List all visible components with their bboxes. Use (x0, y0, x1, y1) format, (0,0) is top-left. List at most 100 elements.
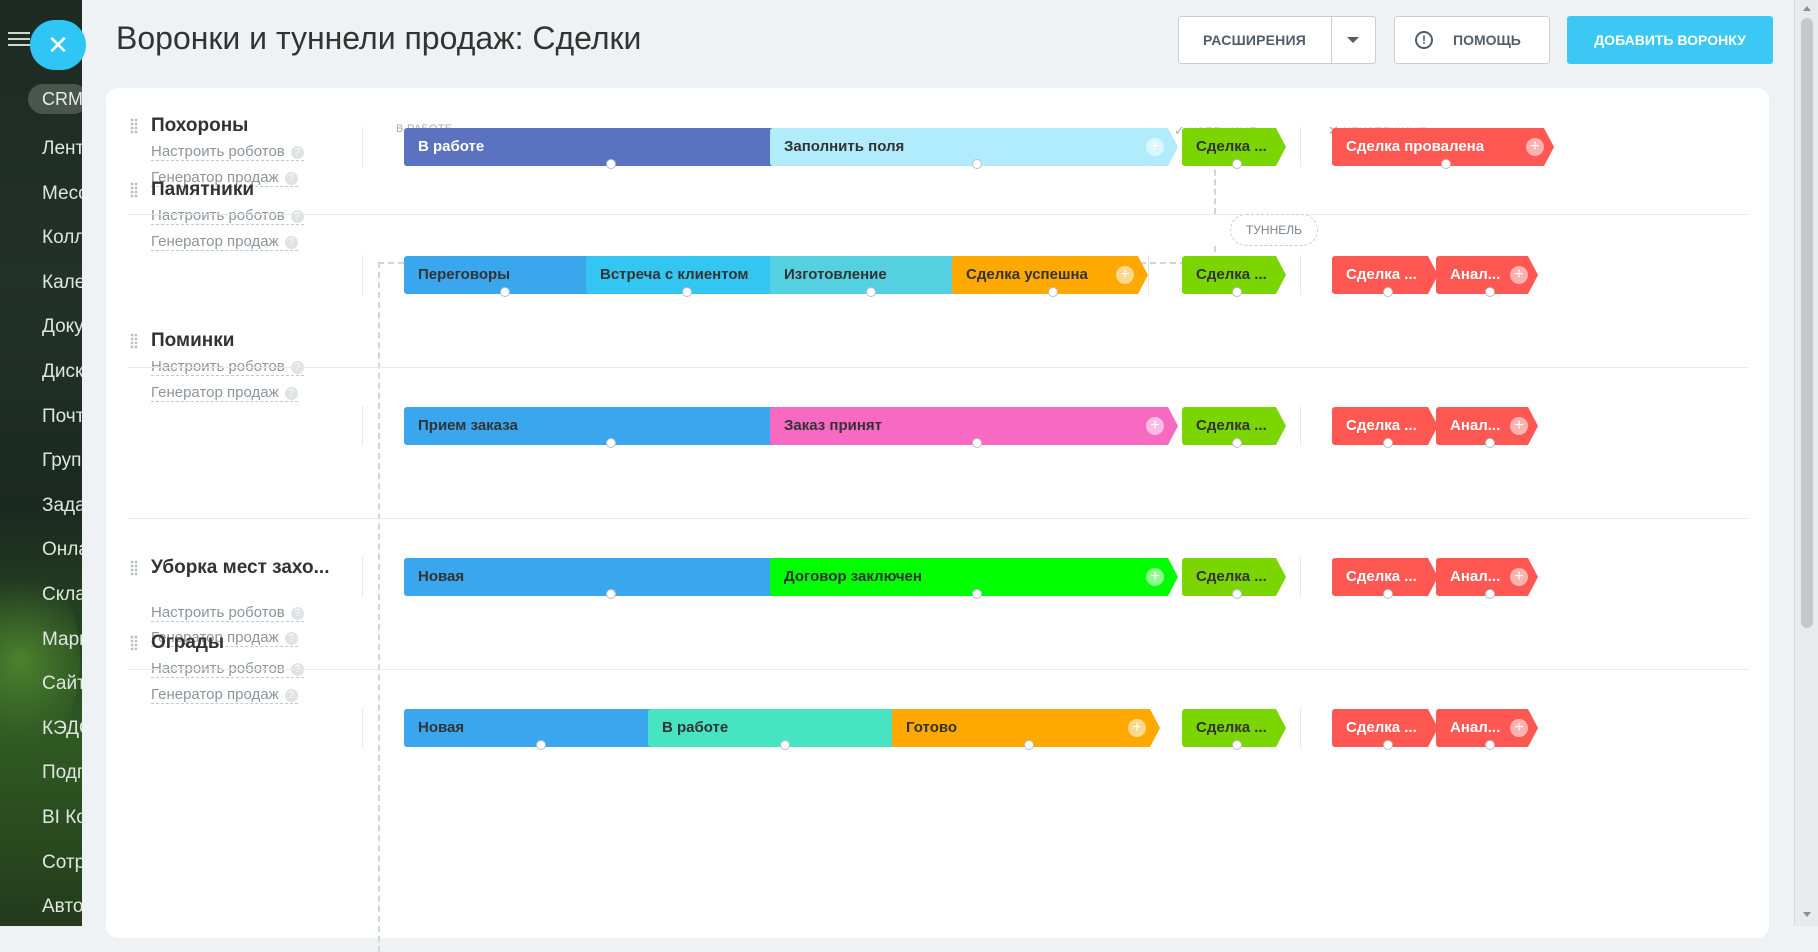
sales-generator-link[interactable]: Генератор продаж? (151, 233, 298, 251)
success-stage-item[interactable]: Сделка ... (1182, 256, 1286, 297)
stage-connector-dot[interactable] (972, 159, 982, 169)
drag-handle-icon[interactable] (130, 333, 138, 349)
stage-connector-dot[interactable] (1383, 438, 1393, 448)
fail-stage-item[interactable]: Анал...+ (1436, 558, 1538, 599)
help-icon[interactable]: ? (284, 235, 298, 249)
background-nav-item[interactable]: Доку (42, 316, 82, 338)
funnel-name[interactable]: Похороны (151, 115, 249, 136)
success-stage-item[interactable]: Сделка ... (1182, 558, 1286, 599)
stage-connector-dot[interactable] (1383, 740, 1393, 750)
stage-connector-dot[interactable] (1232, 159, 1242, 169)
help-icon[interactable]: ? (290, 209, 304, 223)
stage-connector-dot[interactable] (606, 589, 616, 599)
add-stage-icon[interactable]: + (1510, 417, 1528, 435)
stage-connector-dot[interactable] (972, 438, 982, 448)
stage-item[interactable]: В работе (404, 128, 812, 169)
stage-item[interactable]: Изготовление (770, 256, 966, 297)
stage-item[interactable]: Заполнить поля+ (770, 128, 1178, 169)
add-funnel-button[interactable]: ДОБАВИТЬ ВОРОНКУ (1567, 16, 1773, 64)
background-nav-item[interactable]: BI Ко (42, 807, 82, 828)
stage-connector-dot[interactable] (780, 740, 790, 750)
success-stage-item[interactable]: Сделка ... (1182, 407, 1286, 448)
fail-stage-item[interactable]: Анал...+ (1436, 709, 1538, 750)
add-stage-icon[interactable]: + (1146, 138, 1164, 156)
stage-item[interactable]: Встреча с клиентом (586, 256, 782, 297)
background-nav-item[interactable]: Колл (42, 227, 82, 249)
stage-connector-dot[interactable] (1383, 287, 1393, 297)
stage-connector-dot[interactable] (682, 287, 692, 297)
stage-connector-dot[interactable] (606, 438, 616, 448)
background-nav-item[interactable]: Груп (42, 450, 82, 472)
drag-handle-icon[interactable] (130, 560, 138, 576)
sales-generator-link[interactable]: Генератор продаж? (151, 384, 298, 402)
stage-connector-dot[interactable] (1485, 589, 1495, 599)
scroll-down-icon[interactable] (1803, 912, 1811, 917)
fail-stage-item[interactable]: Анал...+ (1436, 407, 1538, 448)
drag-handle-icon[interactable] (130, 635, 138, 651)
stage-item[interactable]: Договор заключен+ (770, 558, 1178, 599)
funnel-name[interactable]: Памятники (151, 179, 255, 200)
help-icon[interactable]: ? (290, 145, 304, 159)
background-nav-item[interactable]: Скла (42, 584, 82, 605)
funnel-name[interactable]: Поминки (151, 330, 235, 351)
fail-stage-item[interactable]: Сделка ... (1332, 558, 1438, 599)
configure-robots-link[interactable]: Настроить роботов? (151, 604, 304, 622)
add-stage-icon[interactable]: + (1128, 719, 1146, 737)
background-nav-item[interactable]: Почт (42, 405, 82, 427)
background-nav-item[interactable]: Авто (42, 896, 82, 918)
hamburger-menu-icon[interactable] (8, 28, 30, 48)
drag-handle-icon[interactable] (130, 118, 138, 134)
background-nav-item[interactable]: Диск (42, 361, 82, 382)
stage-connector-dot[interactable] (1232, 589, 1242, 599)
add-stage-icon[interactable]: + (1146, 417, 1164, 435)
scrollbar[interactable] (1794, 0, 1818, 926)
scrollbar-thumb[interactable] (1801, 18, 1813, 628)
add-stage-icon[interactable]: + (1510, 266, 1528, 284)
stage-connector-dot[interactable] (1485, 740, 1495, 750)
background-nav-item[interactable]: Лент (42, 138, 82, 159)
sales-generator-link[interactable]: Генератор продаж? (151, 169, 298, 187)
stage-connector-dot[interactable] (500, 287, 510, 297)
stage-item[interactable]: Сделка успешна+ (952, 256, 1148, 297)
stage-item[interactable]: В работе (648, 709, 916, 750)
stage-item[interactable]: Переговоры (404, 256, 600, 297)
stage-item[interactable]: Новая (404, 709, 672, 750)
funnel-name[interactable]: Уборка мест захо... (151, 557, 330, 578)
background-nav-item[interactable]: Месс (42, 182, 82, 204)
stage-connector-dot[interactable] (1485, 287, 1495, 297)
stage-connector-dot[interactable] (1232, 287, 1242, 297)
stage-connector-dot[interactable] (1232, 740, 1242, 750)
close-slider-button[interactable]: ✕ (30, 20, 86, 70)
stage-connector-dot[interactable] (1441, 159, 1451, 169)
stage-connector-dot[interactable] (866, 287, 876, 297)
stage-connector-dot[interactable] (1383, 589, 1393, 599)
add-stage-icon[interactable]: + (1510, 719, 1528, 737)
stage-item[interactable]: Новая (404, 558, 812, 599)
stage-item[interactable]: Заказ принят+ (770, 407, 1178, 448)
configure-robots-link[interactable]: Настроить роботов? (151, 207, 304, 225)
help-icon[interactable]: ? (284, 386, 298, 400)
crm-nav-pill[interactable]: CRM (28, 84, 82, 114)
sales-generator-link[interactable]: Генератор продаж? (151, 629, 298, 647)
tunnel-badge[interactable]: ТУННЕЛЬ (1230, 214, 1318, 246)
help-button[interactable]: ! ПОМОЩЬ (1394, 16, 1550, 64)
configure-robots-link[interactable]: Настроить роботов? (151, 143, 304, 161)
stage-connector-dot[interactable] (1048, 287, 1058, 297)
success-stage-item[interactable]: Сделка ... (1182, 709, 1286, 750)
help-icon[interactable]: ? (284, 631, 298, 645)
background-nav-item[interactable]: Онла (42, 539, 82, 561)
stage-connector-dot[interactable] (1232, 438, 1242, 448)
stage-connector-dot[interactable] (606, 159, 616, 169)
fail-stage-item[interactable]: Сделка ... (1332, 407, 1438, 448)
fail-stage-item[interactable]: Сделка ... (1332, 709, 1438, 750)
stage-connector-dot[interactable] (1485, 438, 1495, 448)
background-nav-item[interactable]: Зада (42, 494, 82, 516)
extensions-button[interactable]: РАСШИРЕНИЯ (1178, 16, 1376, 64)
sales-generator-link[interactable]: Генератор продаж? (151, 686, 298, 704)
background-nav-item[interactable]: Сотр (42, 851, 82, 873)
stage-connector-dot[interactable] (1024, 740, 1034, 750)
chevron-down-icon[interactable] (1347, 37, 1359, 43)
stage-item[interactable]: Прием заказа (404, 407, 812, 448)
background-nav-item[interactable]: Сайт (42, 673, 82, 695)
help-icon[interactable]: ? (284, 171, 298, 185)
